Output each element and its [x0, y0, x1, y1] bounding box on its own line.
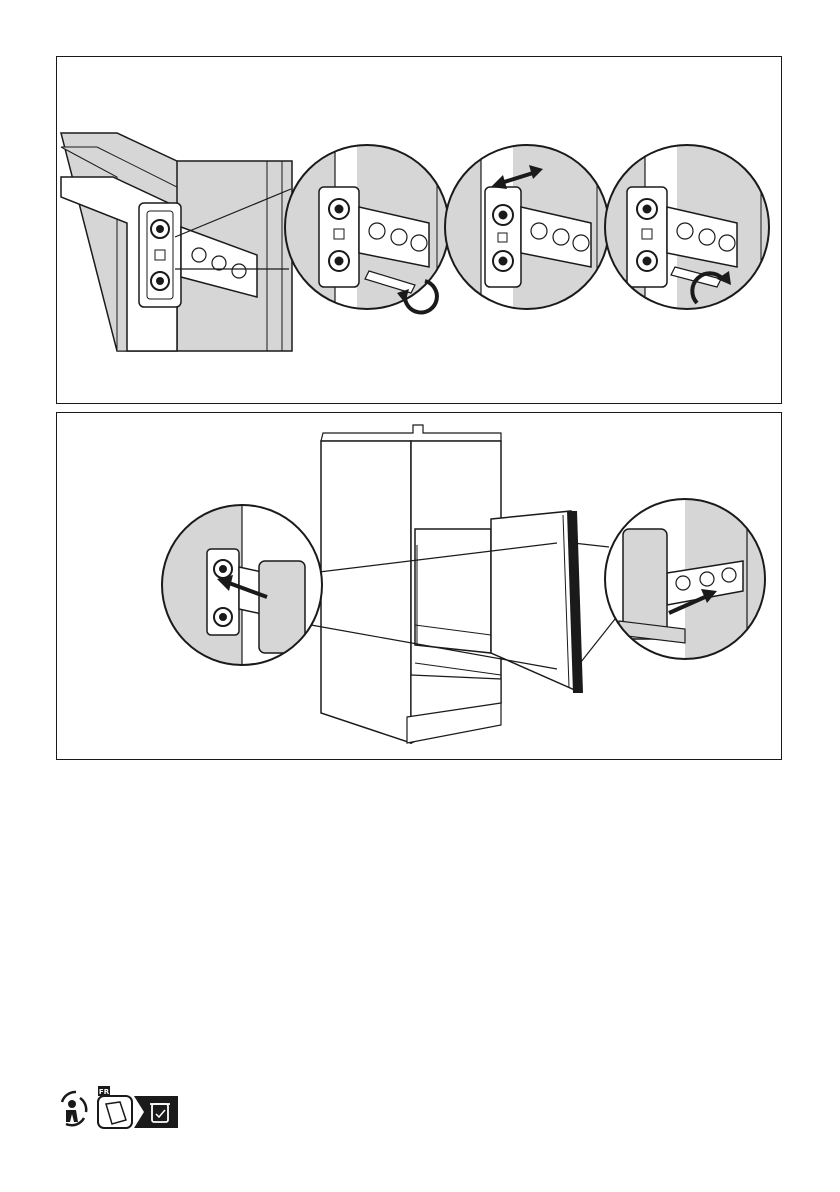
detail-attach-right-cover [605, 499, 765, 659]
hinge-adjustment-illustration [57, 57, 781, 403]
country-code-label: FR [99, 1088, 110, 1096]
hinge-adjustment-panel [56, 56, 782, 404]
recycling-bin-icon [134, 1096, 178, 1128]
paper-sorting-icon: FR [98, 1086, 132, 1128]
detail-slide-hinge [445, 145, 613, 309]
detail-attach-left-cover [162, 505, 322, 665]
hinge-cover-panel [56, 412, 782, 760]
detail-tighten-screw [605, 145, 777, 309]
appliance-cabinet [321, 425, 501, 743]
detail-loosen-screw [285, 145, 457, 312]
recycling-marking: FR [56, 1084, 180, 1132]
triman-icon [62, 1092, 86, 1125]
hinge-cover-illustration [57, 413, 781, 759]
